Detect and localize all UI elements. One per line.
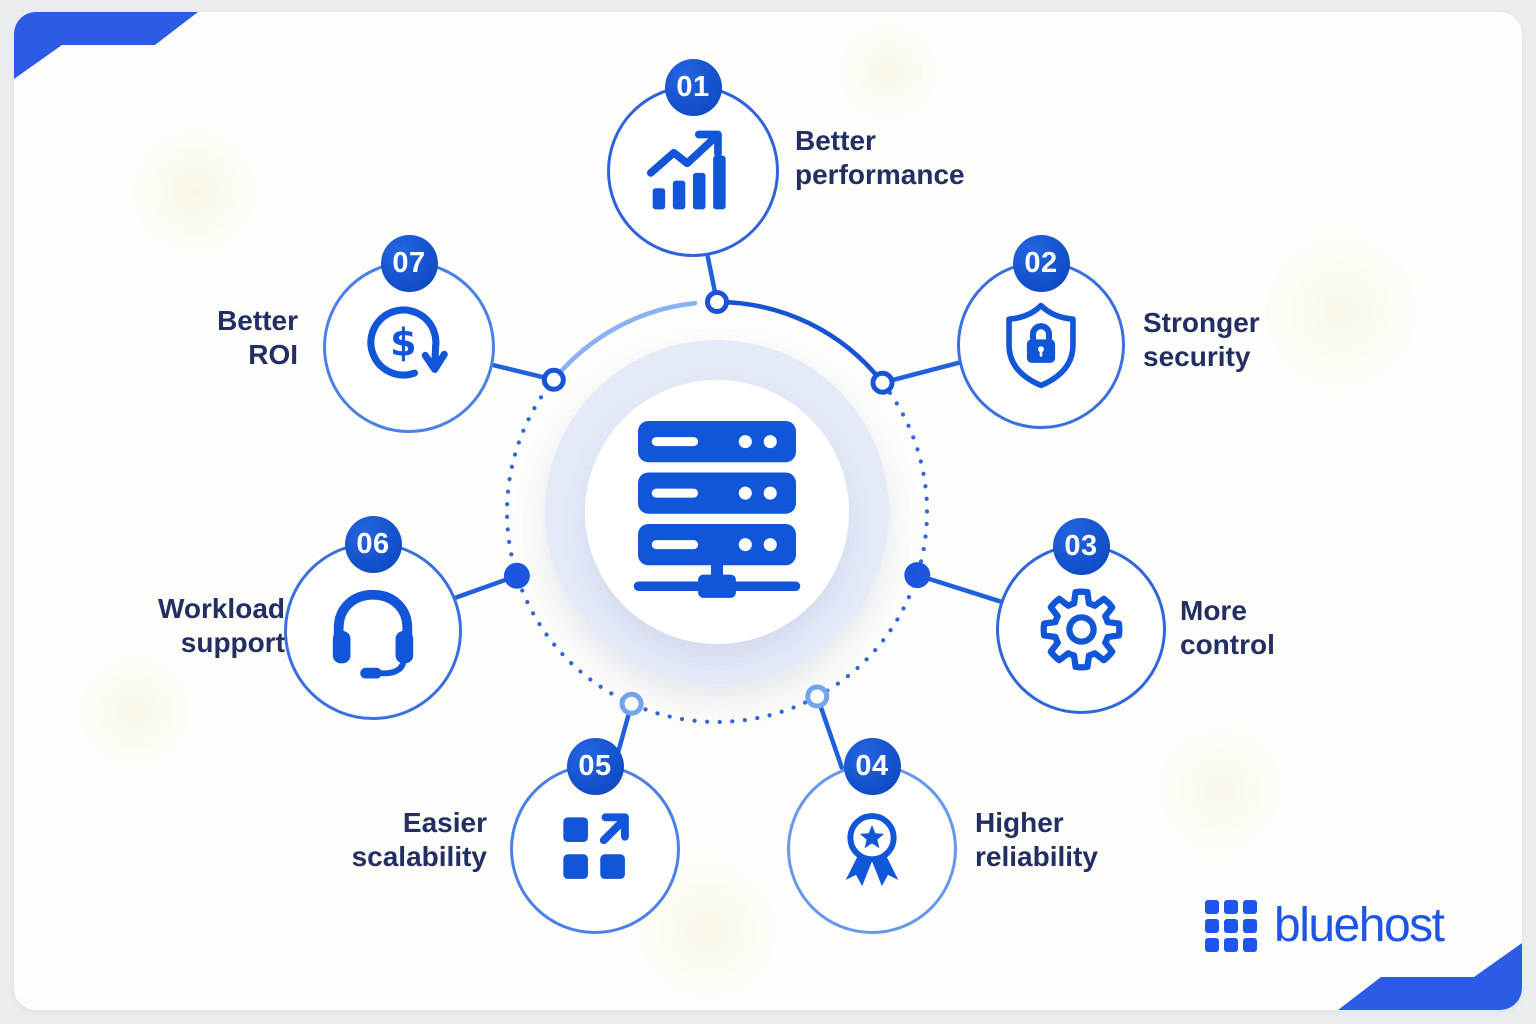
benefit-circle-better-performance: 01 [607, 59, 779, 257]
brand-logo: bluehost [1205, 898, 1445, 953]
hub-core [585, 380, 849, 644]
benefit-circle-higher-reliability: 04 [787, 738, 957, 934]
benefit-label: Better performance [795, 124, 965, 192]
benefit-label: Higher reliability [975, 806, 1098, 874]
award-medal-icon [845, 813, 899, 887]
benefit-label: Stronger security [1143, 306, 1260, 374]
benefit-circle-workload-support: 06 [284, 516, 462, 720]
benefit-circle-easier-scalability: 05 [510, 738, 680, 934]
benefit-label: More control [1180, 594, 1275, 662]
number-badge: 04 [843, 738, 901, 795]
number-badge: 03 [1052, 518, 1110, 575]
label-line-1: Workload [157, 593, 285, 624]
benefit-circle-better-roi: 07 $ [323, 235, 495, 433]
number-badge: 02 [1012, 235, 1070, 292]
benefit-circle-more-control: 03 [996, 518, 1166, 714]
shield-lock-icon [1006, 302, 1076, 389]
label-line-2: performance [795, 159, 965, 190]
gear-icon [1040, 588, 1122, 670]
benefit-circle-stronger-security: 02 [957, 235, 1125, 429]
server-stack-icon [633, 421, 801, 598]
benefit-label: Workload support [158, 592, 285, 660]
label-line-1: Higher [975, 807, 1064, 838]
benefit-label: Easier scalability [352, 806, 487, 874]
headset-icon [332, 589, 414, 679]
number-badge: 05 [566, 738, 624, 795]
number-badge: 06 [344, 516, 402, 573]
dollar-cycle-icon: $ [367, 306, 448, 379]
corner-accent-bottom-right-icon [1338, 943, 1522, 1010]
label-line-2: support [180, 627, 285, 658]
label-line-2: scalability [351, 841, 487, 872]
label-line-2: reliability [975, 841, 1098, 872]
benefit-label: Better ROI [217, 304, 298, 372]
grid-3x3-icon [1205, 899, 1257, 952]
label-line-1: Stronger [1143, 307, 1260, 338]
scale-up-icon [563, 813, 629, 879]
corner-accent-top-left-icon [14, 12, 198, 79]
label-line-1: More [1180, 595, 1247, 626]
growth-chart-icon [646, 130, 726, 210]
number-badge: 07 [380, 235, 438, 292]
label-line-1: Better [217, 305, 298, 336]
label-line-2: security [1143, 341, 1251, 372]
dollar-glyph: $ [390, 320, 417, 364]
brand-name: bluehost [1274, 899, 1445, 952]
label-line-2: ROI [248, 339, 298, 370]
label-line-1: Easier [402, 807, 487, 838]
number-badge: 01 [664, 59, 722, 116]
label-line-1: Better [795, 125, 876, 156]
label-line-2: control [1180, 629, 1275, 660]
